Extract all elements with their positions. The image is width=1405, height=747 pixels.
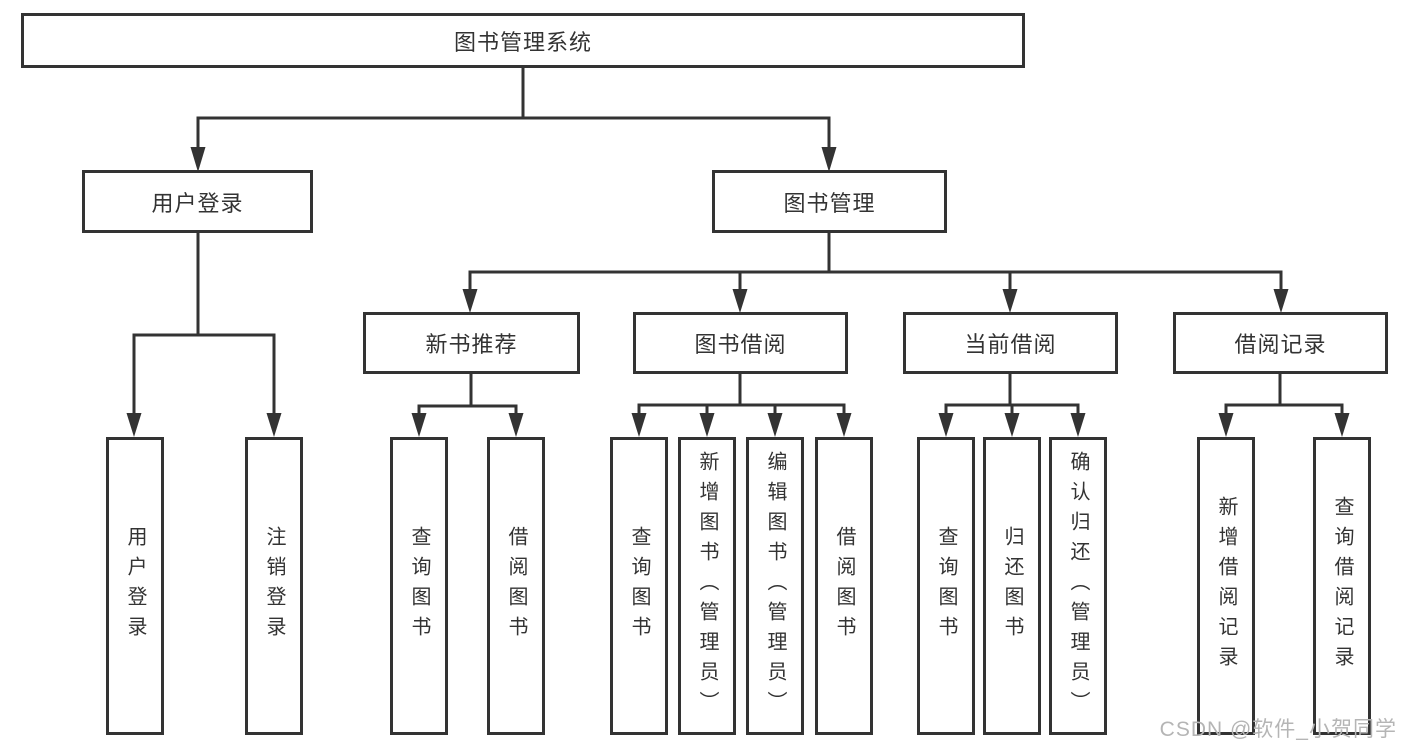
node-book-management: 图书管理 [712,170,947,233]
node-root-system: 图书管理系统 [21,13,1025,68]
leaf-confirm-return-admin: 确认归还（管理员） [1049,437,1107,735]
leaf-user-login: 用户登录 [106,437,164,735]
node-label: 新增图书（管理员） [696,451,718,721]
leaf-edit-book-admin: 编辑图书（管理员） [746,437,804,735]
leaf-recommend-borrow-book: 借阅图书 [487,437,545,735]
leaf-query-borrow-record: 查询借阅记录 [1313,437,1371,735]
node-label: 归还图书 [1001,526,1023,646]
node-label: 查询图书 [408,526,430,646]
node-current-borrow: 当前借阅 [903,312,1118,374]
node-label: 确认归还（管理员） [1067,451,1089,721]
node-label: 新书推荐 [425,332,518,357]
leaf-borrow-book: 借阅图书 [815,437,873,735]
node-book-borrow: 图书借阅 [633,312,848,374]
node-label: 注销登录 [263,526,285,646]
leaf-logout: 注销登录 [245,437,303,735]
leaf-return-book: 归还图书 [983,437,1041,735]
node-label: 图书管理系统 [453,29,592,55]
node-label: 借阅记录 [1234,332,1327,357]
node-borrow-records: 借阅记录 [1173,312,1388,374]
node-label: 图书管理 [783,190,876,216]
node-label: 编辑图书（管理员） [764,451,786,721]
csdn-watermark: CSDN @软件_小贺同学 [1159,718,1397,741]
node-label: 新增借阅记录 [1215,496,1237,676]
node-label: 借阅图书 [505,526,527,646]
leaf-add-book-admin: 新增图书（管理员） [678,437,736,735]
leaf-recommend-query-book: 查询图书 [390,437,448,735]
node-label: 用户登录 [124,526,146,646]
leaf-add-borrow-record: 新增借阅记录 [1197,437,1255,735]
node-label: 查询图书 [935,526,957,646]
node-label: 查询图书 [628,526,650,646]
node-label: 图书借阅 [694,332,787,357]
node-user-login: 用户登录 [82,170,313,233]
leaf-borrow-query-book: 查询图书 [610,437,668,735]
node-label: 查询借阅记录 [1331,496,1353,676]
node-label: 用户登录 [151,190,244,216]
node-label: 借阅图书 [833,526,855,646]
node-label: 当前借阅 [964,332,1057,357]
node-new-book-recommend: 新书推荐 [363,312,580,374]
leaf-current-query-book: 查询图书 [917,437,975,735]
